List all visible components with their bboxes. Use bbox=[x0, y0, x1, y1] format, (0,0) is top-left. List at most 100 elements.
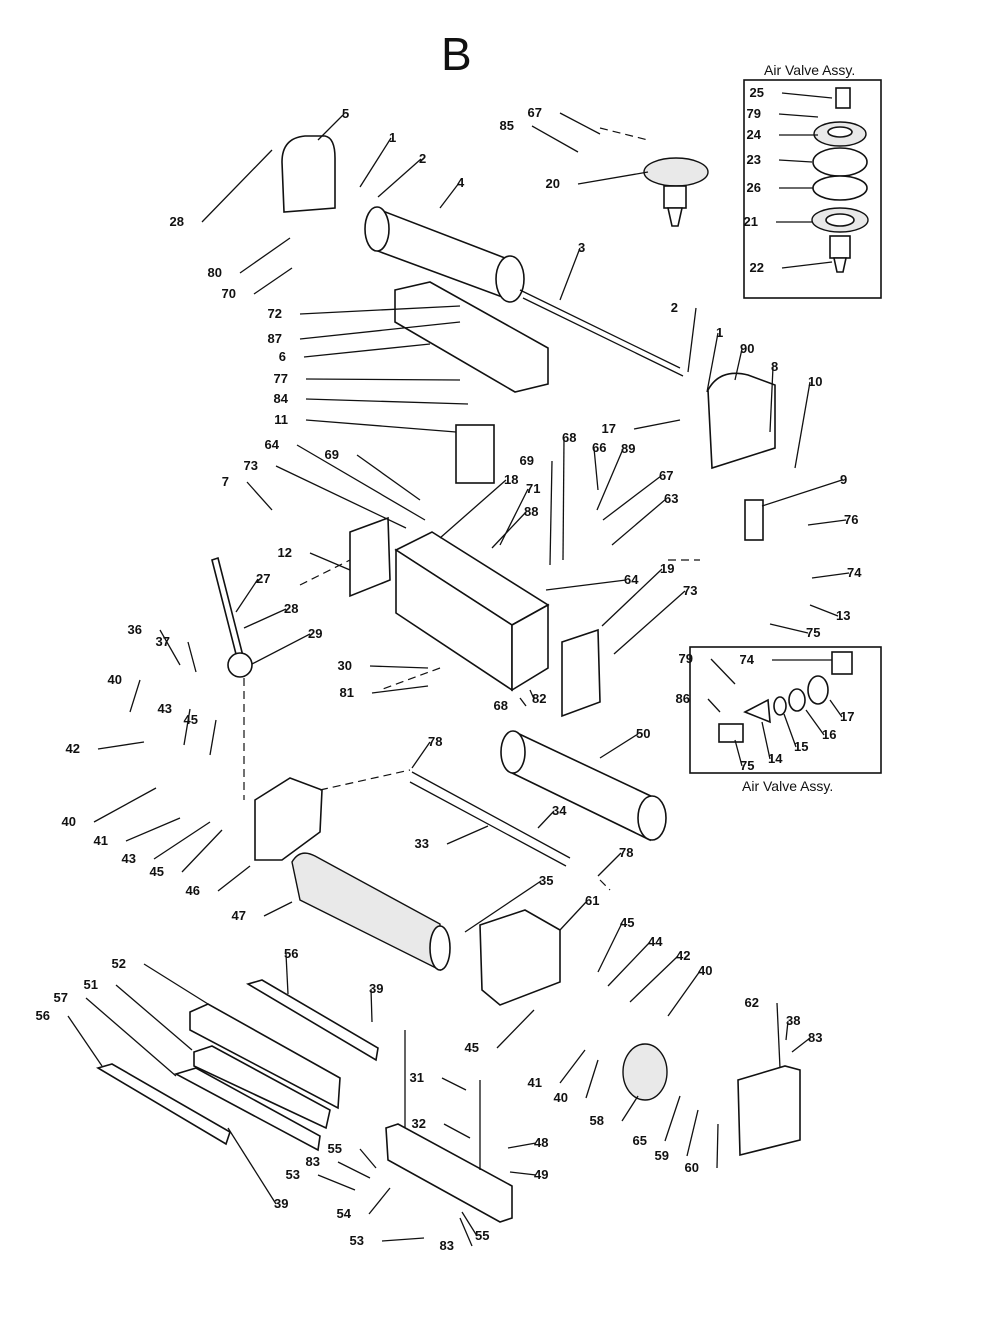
air-cylinder-11 bbox=[455, 424, 495, 484]
callout-leader bbox=[734, 739, 743, 767]
callout-leader bbox=[686, 1109, 699, 1157]
callout-leader bbox=[246, 481, 273, 511]
callout-number: 11 bbox=[274, 412, 288, 427]
bushing-29 bbox=[227, 652, 253, 678]
callout-leader bbox=[143, 963, 209, 1005]
callout-leader bbox=[781, 261, 833, 269]
callout-number: 53 bbox=[286, 1167, 300, 1182]
callout-leader bbox=[97, 741, 145, 750]
callout-number: 56 bbox=[36, 1008, 50, 1023]
callout-leader bbox=[562, 437, 565, 561]
callout-leader bbox=[783, 713, 797, 748]
callout-leader bbox=[263, 901, 293, 917]
callout-leader bbox=[159, 629, 181, 666]
page-letter: B bbox=[441, 28, 472, 80]
callout-number: 22 bbox=[750, 260, 764, 275]
callout-number: 39 bbox=[274, 1196, 288, 1211]
callout-number: 41 bbox=[94, 833, 108, 848]
callout-leader bbox=[337, 1161, 371, 1179]
callout-number: 12 bbox=[278, 545, 292, 560]
callout-number: 45 bbox=[620, 915, 634, 930]
callout-number: 32 bbox=[412, 1116, 426, 1131]
callout-number: 2 bbox=[671, 300, 678, 315]
callout-number: 17 bbox=[840, 709, 854, 724]
callout-leader bbox=[531, 125, 579, 153]
callout-number: 67 bbox=[659, 468, 673, 483]
callout-leader bbox=[596, 448, 624, 511]
callout-leader bbox=[633, 419, 681, 430]
callout-leader bbox=[778, 159, 813, 163]
callout-number: 42 bbox=[676, 948, 690, 963]
roller-50 bbox=[500, 730, 667, 842]
callout-number: 28 bbox=[284, 601, 298, 616]
callout-leader bbox=[317, 1174, 356, 1191]
callout-number: 86 bbox=[676, 691, 690, 706]
callout-leader bbox=[317, 113, 345, 141]
callout-number: 60 bbox=[685, 1160, 699, 1175]
callout-leader bbox=[706, 332, 719, 393]
callout-number: 3 bbox=[578, 240, 585, 255]
callout-leader bbox=[209, 719, 217, 756]
callout-leader bbox=[621, 1095, 639, 1122]
callout-number: 84 bbox=[274, 391, 289, 406]
callout-leader bbox=[115, 984, 193, 1051]
callout-number: 13 bbox=[836, 608, 850, 623]
callout-number: 24 bbox=[747, 127, 762, 142]
callout-number: 28 bbox=[170, 214, 184, 229]
callout-leader bbox=[305, 419, 457, 433]
callout-number: 8 bbox=[771, 359, 778, 374]
callout-leader bbox=[153, 821, 211, 860]
callout-number: 85 bbox=[500, 118, 514, 133]
callout-leader bbox=[597, 922, 623, 973]
callout-number: 71 bbox=[526, 481, 540, 496]
assembly-lines bbox=[243, 127, 700, 891]
callout-number: 35 bbox=[539, 873, 553, 888]
callout-leader bbox=[537, 810, 555, 829]
callout-number: 15 bbox=[794, 739, 808, 754]
callout-number: 53 bbox=[350, 1233, 364, 1248]
callout-number: 70 bbox=[222, 286, 236, 301]
callout-number: 43 bbox=[158, 701, 172, 716]
callout-leader bbox=[299, 305, 461, 315]
callout-number: 89 bbox=[621, 441, 635, 456]
callout-leader bbox=[464, 880, 542, 933]
callout-leader bbox=[201, 149, 273, 223]
callout-leader bbox=[411, 741, 431, 769]
callout-number: 55 bbox=[328, 1141, 342, 1156]
callout-leader bbox=[305, 378, 461, 381]
callout-leader bbox=[629, 955, 679, 1003]
callout-leader bbox=[235, 578, 259, 613]
callout-leader bbox=[559, 1049, 586, 1084]
callout-number: 30 bbox=[338, 658, 352, 673]
side-frame-61 bbox=[479, 909, 561, 1006]
callout-number: 90 bbox=[740, 341, 754, 356]
plate-12 bbox=[349, 516, 391, 598]
callout-number: 83 bbox=[440, 1238, 454, 1253]
callout-leader bbox=[769, 366, 774, 433]
inset-bottom-box bbox=[689, 646, 882, 774]
callout-leader bbox=[368, 1187, 391, 1215]
callout-number: 21 bbox=[744, 214, 758, 229]
callout-number: 73 bbox=[683, 583, 697, 598]
callout-number: 51 bbox=[84, 977, 98, 992]
callout-leader bbox=[370, 988, 373, 1023]
callout-number: 73 bbox=[244, 458, 258, 473]
upper-roller-4 bbox=[364, 206, 525, 303]
callout-leader bbox=[829, 699, 843, 718]
callout-number: 14 bbox=[768, 751, 783, 766]
callout-number: 40 bbox=[554, 1090, 568, 1105]
callout-leader bbox=[446, 825, 489, 845]
callout-number: 44 bbox=[648, 934, 663, 949]
callout-leader bbox=[285, 953, 289, 995]
lever-27 bbox=[211, 556, 245, 664]
callout-leader bbox=[664, 1095, 681, 1142]
callout-leader bbox=[85, 997, 177, 1077]
callout-leader bbox=[509, 1171, 537, 1176]
callout-leader bbox=[251, 633, 311, 665]
callout-number: 36 bbox=[128, 622, 142, 637]
callout-leader bbox=[359, 137, 392, 188]
callout-number: 61 bbox=[585, 893, 599, 908]
callout-number: 5 bbox=[342, 106, 349, 121]
callout-leader bbox=[303, 343, 431, 358]
callout-leader bbox=[597, 852, 622, 877]
